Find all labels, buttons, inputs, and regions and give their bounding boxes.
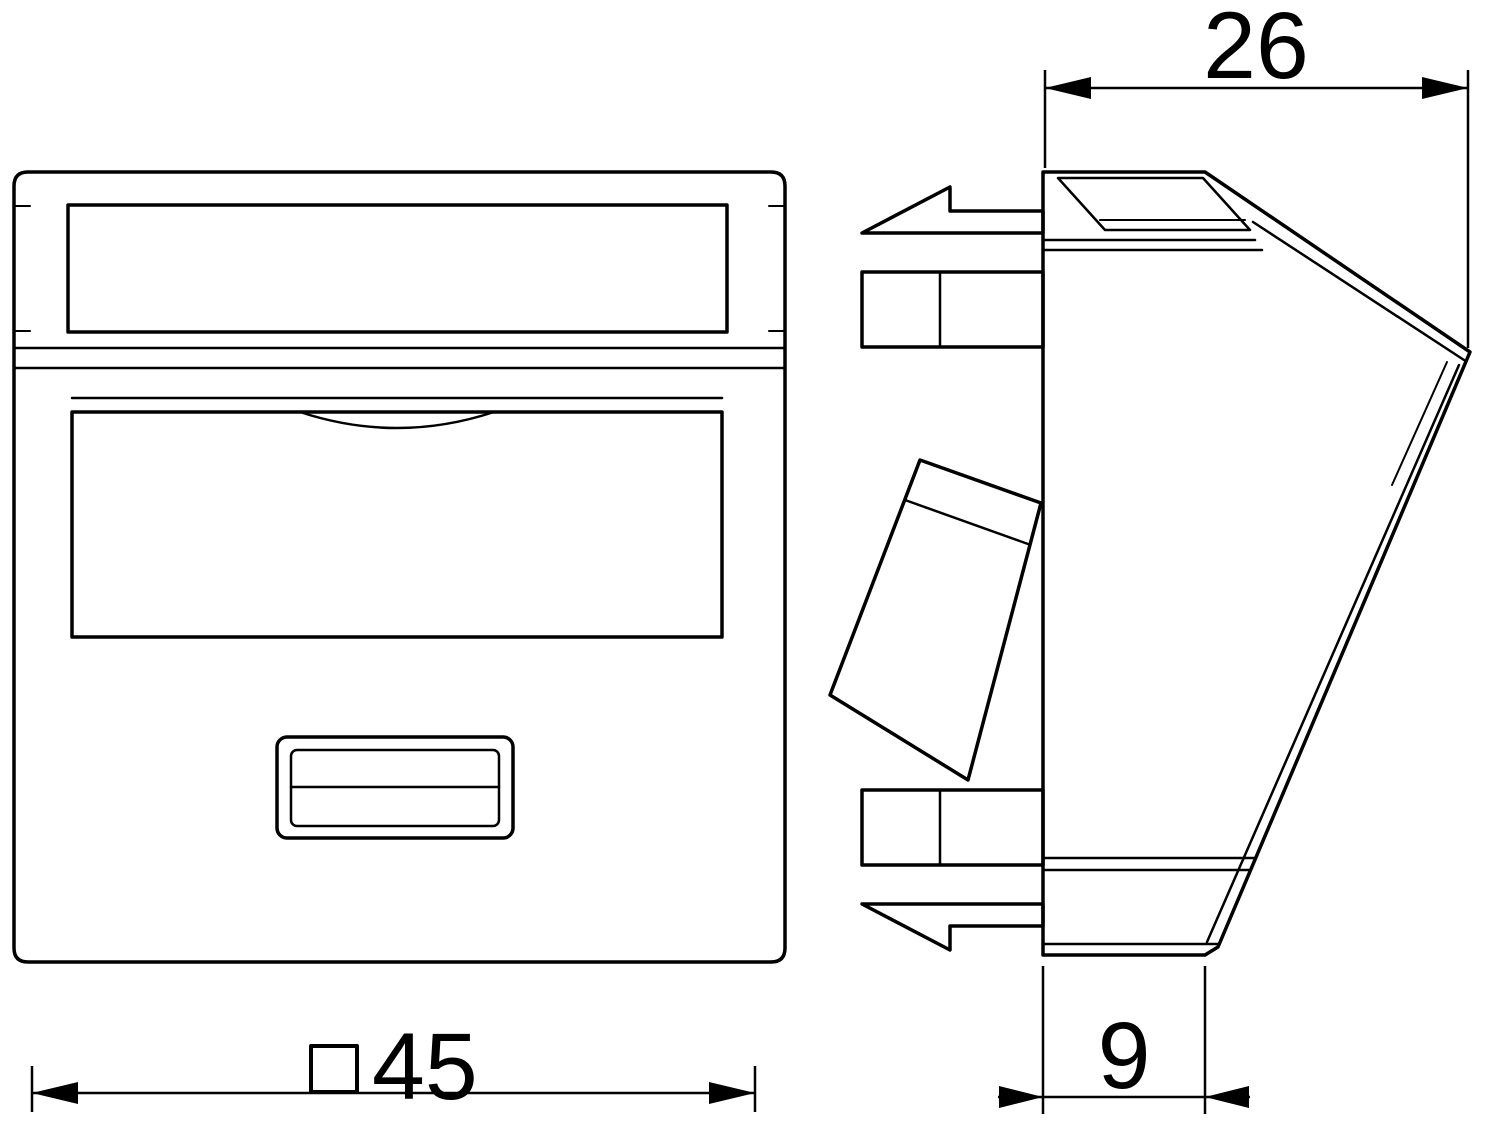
dimension-value-top-depth: 26 <box>1203 0 1309 99</box>
dimension-front-width: 45 <box>30 1014 757 1120</box>
side-view <box>828 170 1472 957</box>
label-field <box>66 203 729 334</box>
dimension-value-bottom-depth: 9 <box>1098 1003 1151 1109</box>
module-window-opening <box>70 410 724 639</box>
dimension-value-front-width: 45 <box>372 1014 478 1120</box>
arrowhead-right <box>1422 77 1468 99</box>
mounting-claw-top-body <box>860 270 1045 349</box>
handle-outer <box>275 735 515 840</box>
front-view <box>12 170 787 964</box>
body-outline <box>1041 170 1472 957</box>
arrowhead-right <box>1205 1086 1249 1108</box>
incline-inner-line-1 <box>1205 363 1461 944</box>
arrowhead-left <box>32 1082 78 1104</box>
square-symbol <box>309 1044 359 1094</box>
plate-outline <box>12 170 787 964</box>
top-slope-inner-line <box>1251 220 1466 362</box>
module-retaining-latch <box>828 458 1043 782</box>
mounting-claw-bottom-body <box>860 788 1045 867</box>
arrowhead-left <box>999 1086 1043 1108</box>
side-clip-ticks <box>13 205 786 332</box>
mounting-claw-top-barb <box>860 185 1045 235</box>
arrowhead-left <box>1045 77 1091 99</box>
mounting-claw-bottom-barb <box>860 902 1045 952</box>
module-retaining-latch-inner-line <box>903 498 1030 546</box>
dimension-top-depth: 26 <box>1043 0 1470 348</box>
dimension-bottom-depth: 9 <box>998 966 1250 1114</box>
incline-inner-line-2 <box>1391 361 1448 486</box>
finger-recess-arc <box>298 410 496 430</box>
arrowhead-right <box>709 1082 755 1104</box>
label-window-edge <box>1056 176 1252 232</box>
